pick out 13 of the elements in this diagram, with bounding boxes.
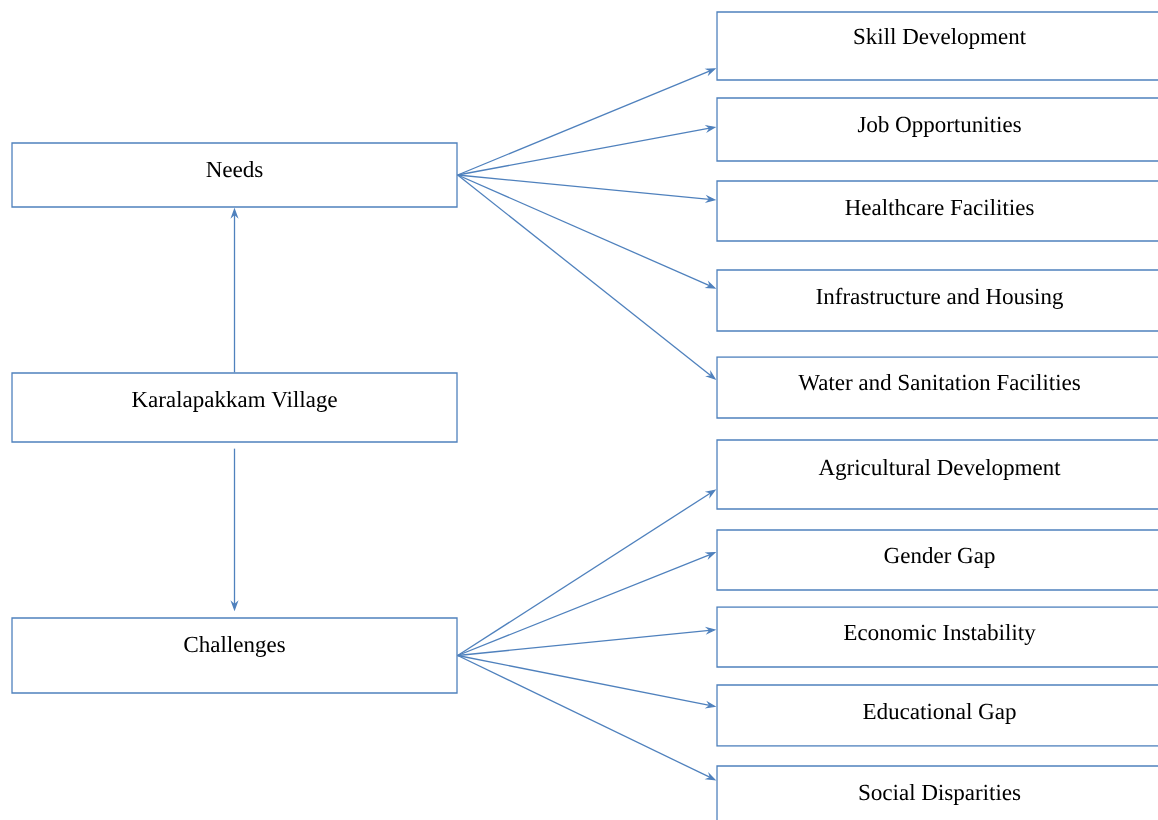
label-box: Needs [11, 142, 458, 208]
label-box: Water and Sanitation Facilities [716, 356, 1158, 419]
label-box: Challenges [11, 617, 458, 694]
label-box: Economic Instability [716, 606, 1158, 668]
label-box: Skill Development [716, 11, 1158, 81]
label-box: Gender Gap [716, 529, 1158, 591]
label-box: Social Disparities [716, 765, 1158, 820]
label-box: Karalapakkam Village [11, 372, 458, 443]
label-box: Job Opportunities [716, 97, 1158, 162]
label-box: Healthcare Facilities [716, 180, 1158, 242]
label-box: Agricultural Development [716, 439, 1158, 510]
label-box: Educational Gap [716, 684, 1158, 747]
label-box: Infrastructure and Housing [716, 269, 1158, 332]
